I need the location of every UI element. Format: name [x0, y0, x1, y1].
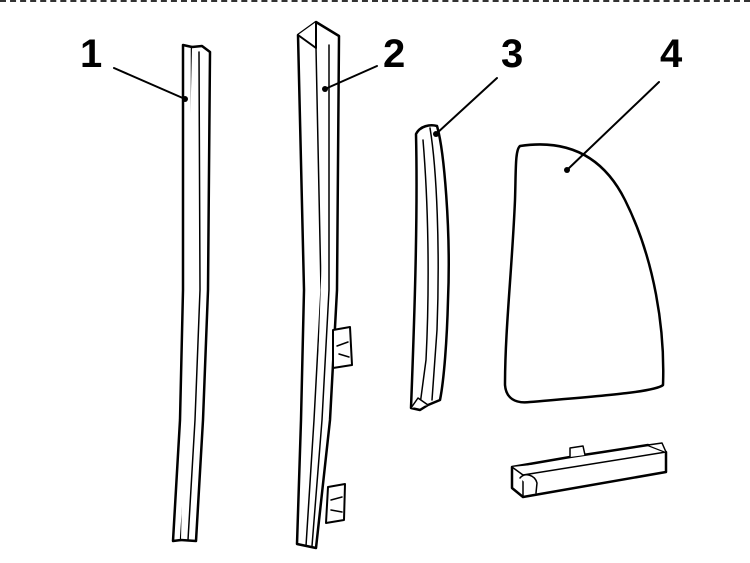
glass-support-channel — [510, 442, 668, 499]
leader-line-1 — [113, 67, 186, 100]
part-2-lower-clip — [325, 483, 346, 524]
callout-3: 3 — [501, 32, 524, 76]
leader-line-3 — [435, 77, 498, 135]
callout-2: 2 — [383, 32, 406, 76]
part-2-upper-clip — [332, 326, 353, 369]
leader-line-2 — [324, 65, 378, 90]
page-top-border — [0, 0, 750, 4]
part-4-glass-panel — [503, 143, 665, 404]
part-2-run-channel — [295, 20, 353, 550]
part-3-weatherstrip — [409, 124, 450, 412]
leader-line-4 — [566, 81, 660, 171]
callout-1: 1 — [80, 32, 103, 76]
callout-4: 4 — [660, 32, 683, 76]
part-1-channel-strip — [171, 43, 212, 543]
